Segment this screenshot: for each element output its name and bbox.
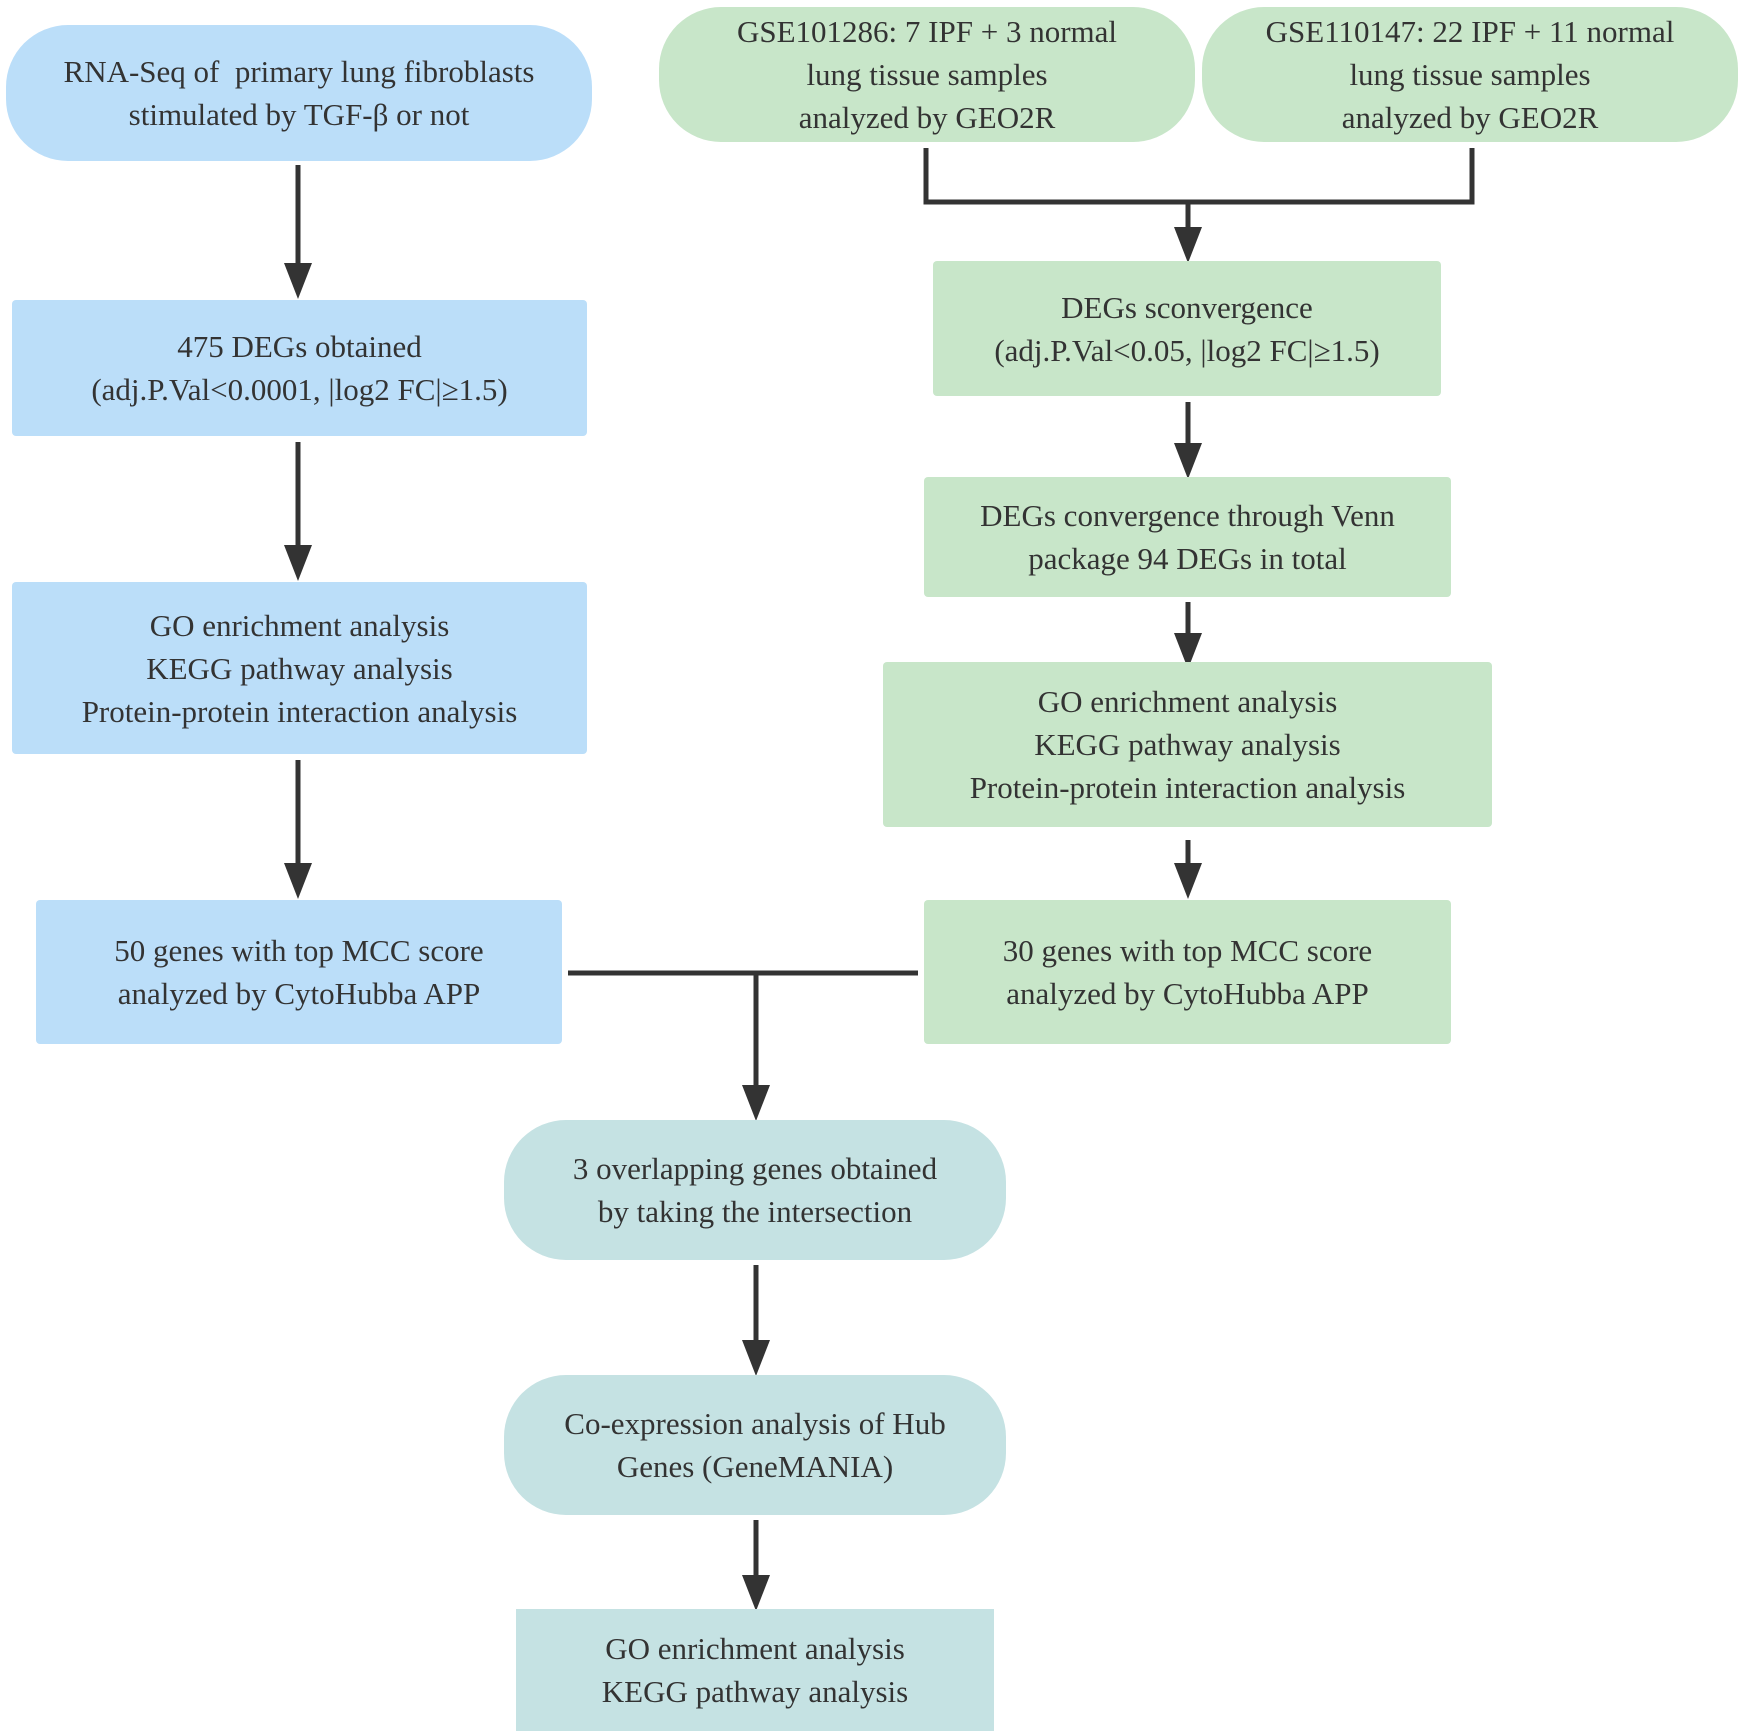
node-mcc-30-text: 30 genes with top MCC score analyzed by C… [1003, 929, 1372, 1015]
node-gse101286: GSE101286: 7 IPF + 3 normal lung tissue s… [659, 7, 1195, 142]
node-text-line: analyzed by CytoHubba APP [117, 976, 481, 1011]
node-rnaseq: RNA-Seq of primary lung fibroblasts stimu… [6, 25, 592, 161]
node-text-line: 50 genes with top MCC score [114, 933, 484, 968]
node-text-line: stimulated by TGF-β or not [128, 97, 470, 132]
node-text-line: 30 genes with top MCC score [1002, 933, 1373, 968]
node-text-line: KEGG pathway analysis [146, 650, 453, 686]
node-venn: DEGs convergence through Venn package 94 … [924, 477, 1451, 597]
node-text-line: by taking the intersection [597, 1194, 913, 1229]
node-degs-sconvergence-text: DEGs sconvergence (adj.P.Val<0.05, |log2 … [994, 286, 1379, 372]
node-rnaseq-text: RNA-Seq of primary lung fibroblasts stimu… [64, 50, 535, 136]
node-text-line: analyzed by GEO2R [1341, 100, 1599, 135]
node-mcc-30: 30 genes with top MCC score analyzed by C… [924, 900, 1451, 1044]
node-overlap: 3 overlapping genes obtained by taking th… [504, 1120, 1006, 1260]
node-text-line: DEGs convergence through Venn [980, 498, 1395, 533]
node-text-line: DEGs sconvergence [1061, 289, 1313, 325]
node-mcc-50-text: 50 genes with top MCC score analyzed by C… [114, 929, 483, 1015]
node-degs-475-text: 475 DEGs obtained (adj.P.Val<0.0001, |log… [91, 325, 507, 411]
arrowhead [742, 1340, 770, 1376]
arrowhead [284, 863, 312, 899]
node-venn-text: DEGs convergence through Venn package 94 … [980, 494, 1395, 580]
node-text-line: GSE101286: 7 IPF + 3 normal [736, 14, 1118, 49]
node-text-line: RNA-Seq of primary lung fibroblasts [63, 54, 535, 89]
arrowhead [1174, 227, 1202, 263]
arrowhead [1174, 863, 1202, 899]
node-text-line: GO enrichment analysis [1037, 684, 1338, 719]
node-text-line: (adj.P.Val<0.05, |log2 FC|≥1.5) [994, 332, 1380, 368]
arrowhead [1174, 443, 1202, 479]
node-text-line: 475 DEGs obtained [177, 329, 422, 364]
node-mcc-50: 50 genes with top MCC score analyzed by C… [36, 900, 562, 1044]
node-text-line: Co-expression analysis of Hub [564, 1406, 946, 1441]
merge-gse-datasets [923, 148, 1475, 205]
node-text-line: (adj.P.Val<0.0001, |log2 FC|≥1.5) [91, 372, 508, 407]
arrowhead [284, 545, 312, 581]
node-text-line: KEGG pathway analysis [1034, 727, 1341, 762]
node-degs-sconvergence: DEGs sconvergence (adj.P.Val<0.05, |log2 … [933, 261, 1441, 396]
node-degs-475: 475 DEGs obtained (adj.P.Val<0.0001, |log… [12, 300, 587, 436]
node-text-line: KEGG pathway analysis [601, 1674, 909, 1709]
node-gse110147-text: GSE110147: 22 IPF + 11 normal lung tissue… [1266, 10, 1675, 139]
node-text-line: GO enrichment analysis [149, 607, 450, 643]
arrowhead [742, 1085, 770, 1121]
arrowhead [284, 263, 312, 299]
node-overlap-text: 3 overlapping genes obtained by taking th… [573, 1147, 937, 1233]
node-text-line: GSE110147: 22 IPF + 11 normal [1265, 14, 1675, 49]
node-text-line: package 94 DEGs in total [1028, 541, 1347, 576]
node-text-line: analyzed by GEO2R [798, 100, 1056, 135]
node-gse101286-text: GSE101286: 7 IPF + 3 normal lung tissue s… [737, 10, 1117, 139]
node-text-line: Genes (GeneMANIA) [616, 1449, 894, 1484]
node-text-line: GO enrichment analysis [605, 1631, 905, 1666]
node-text-line: analyzed by CytoHubba APP [1006, 976, 1369, 1011]
node-gse110147: GSE110147: 22 IPF + 11 normal lung tissue… [1202, 7, 1738, 142]
node-text-line: Protein-protein interaction analysis [969, 770, 1406, 805]
node-text-line: 3 overlapping genes obtained [572, 1151, 938, 1186]
node-text-line: lung tissue samples [1349, 57, 1591, 92]
node-text-line: lung tissue samples [806, 57, 1048, 92]
node-text-line: Protein-protein interaction analysis [81, 693, 518, 729]
arrowhead [1174, 633, 1202, 669]
arrowhead [742, 1575, 770, 1611]
